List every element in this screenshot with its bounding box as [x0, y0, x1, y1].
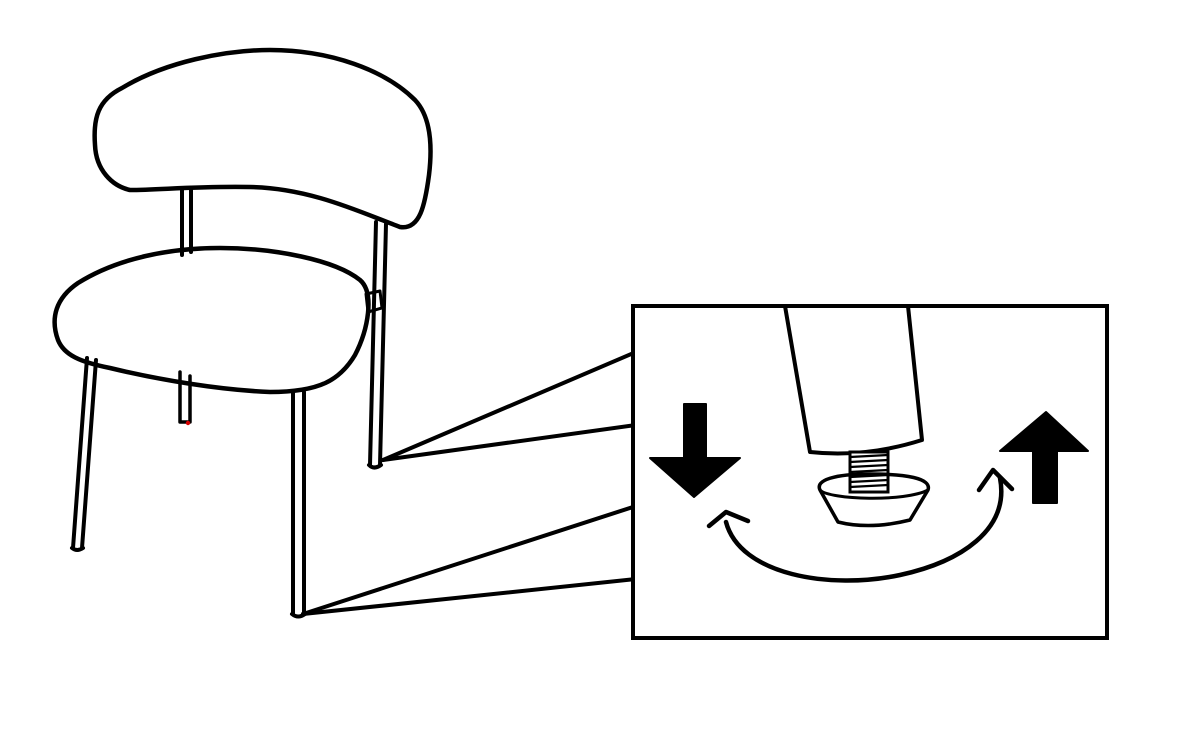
detail-glide-foot-rim: [818, 488, 930, 500]
callout-line: [301, 504, 638, 616]
detail-glide-foot: [817, 472, 930, 528]
arrow-down-icon: [649, 403, 741, 498]
chair-leg-rear-left: [178, 370, 192, 424]
chair-back-support-left: [180, 187, 193, 257]
rotate-arrowhead-right: [976, 467, 1015, 493]
rotate-arrow-icon: [723, 475, 1004, 583]
chair-leg-front-left: [70, 356, 98, 552]
rotate-arrowhead-left: [706, 509, 751, 529]
callout-line: [381, 423, 638, 462]
foot-adjustment-detail-box: [631, 304, 1109, 640]
callout-line: [381, 350, 638, 462]
detail-threaded-bolt: [848, 450, 890, 494]
chair-leg-front-right: [290, 390, 307, 619]
callout-line: [301, 577, 638, 616]
arrow-up-icon: [999, 411, 1089, 504]
chair-leg-rear-right: [367, 220, 388, 470]
chair-seat: [52, 245, 371, 395]
chair-illustration: [52, 47, 433, 619]
detail-callout-lines: [301, 350, 638, 616]
chair-seat-bracket: [364, 289, 384, 314]
chair-backrest: [92, 47, 433, 230]
chair-leg-tip-dot: [185, 420, 191, 426]
